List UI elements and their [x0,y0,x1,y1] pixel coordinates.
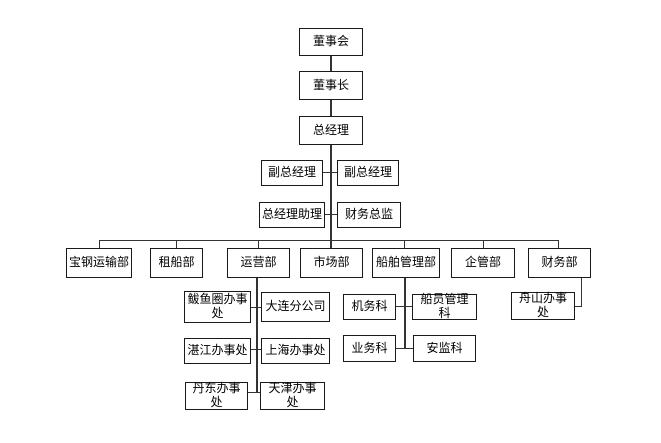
org-node-branch-dalian: 大连分公司 [261,292,330,322]
connector-stub-zhanjiang-shanghai [250,349,262,350]
connector-stub-bayuquan-dalian [250,307,262,308]
connector-finance-zhoushan-vertical [581,277,582,307]
connector-operations-trunk [256,278,258,393]
org-node-section-business: 业务科 [343,335,396,362]
connector-deputy-gm-stub [322,172,338,173]
connector-drop-enterprise [483,240,484,249]
connector-drop-baogang [99,240,100,249]
connector-stub-dandong-tianjin [247,392,261,393]
connector-finance-zhoushan-horizontal [574,306,582,307]
connector-drop-chartering [176,240,177,249]
connector-assistant-stub [324,214,338,215]
org-node-office-zhoushan: 舟山办事处 [511,291,575,320]
connector-gm-trunk [330,145,332,248]
org-node-deputy-gm-left: 副总经理 [261,160,323,186]
org-node-office-dandong: 丹东办事处 [185,381,248,410]
org-node-dept-operations: 运营部 [227,248,290,278]
org-node-deputy-gm-right: 副总经理 [337,160,399,186]
connector-drop-ship-management [404,240,405,249]
connector-ship-management-trunk [404,278,406,349]
connector-drop-finance [558,240,559,249]
org-node-gm-assistant: 总经理助理 [259,202,325,228]
org-node-dept-baogang-transport: 宝钢运输部 [66,248,132,278]
connector-chairman-gm [330,100,332,117]
connector-stub-engineering-crew [396,306,413,307]
org-node-dept-finance: 财务部 [528,248,591,278]
connector-department-rail [99,240,558,241]
org-node-chairman: 董事长 [299,71,363,100]
org-node-finance-director: 财务总监 [337,202,401,228]
connector-stub-business-safety [396,348,414,349]
org-node-section-crew-management: 船员管理科 [412,292,477,320]
org-node-office-tianjin: 天津办事处 [260,381,325,410]
org-node-general-manager: 总经理 [299,116,363,145]
org-node-section-safety-supervision: 安监科 [413,335,476,362]
org-node-dept-enterprise-management: 企管部 [451,248,515,278]
org-node-office-shanghai: 上海办事处 [261,338,330,364]
connector-drop-operations [258,240,259,249]
org-node-dept-marketing: 市场部 [300,248,363,278]
connector-board-chairman [330,56,332,72]
org-node-section-engineering: 机务科 [343,294,396,320]
org-node-dept-chartering: 租船部 [150,248,203,278]
org-node-office-bayuquan: 鲅鱼圈办事处 [184,291,251,323]
org-node-dept-ship-management: 船舶管理部 [372,248,440,278]
org-node-office-zhanjiang: 湛江办事处 [184,338,251,364]
org-node-board: 董事会 [299,28,363,56]
